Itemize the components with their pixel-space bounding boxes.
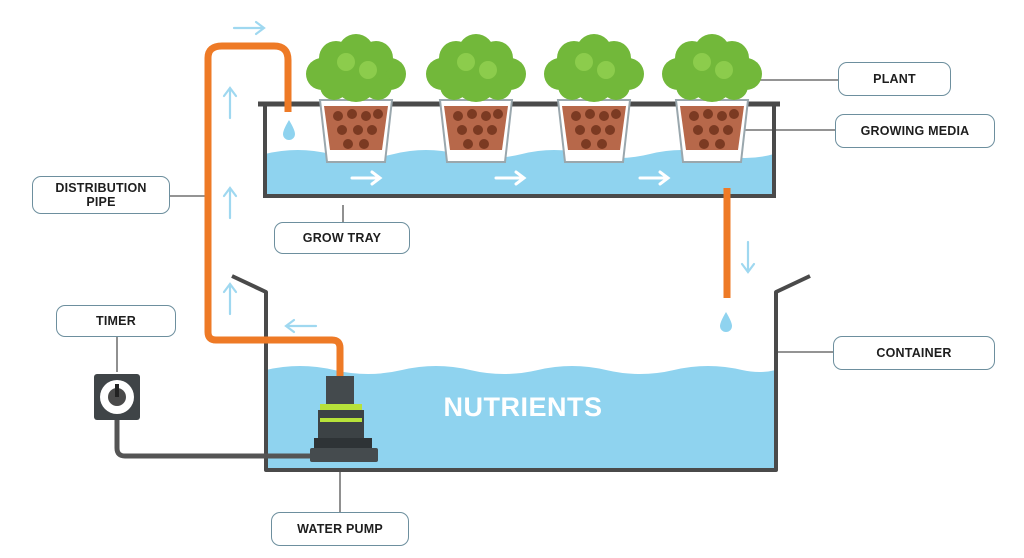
plant [662, 34, 762, 163]
water-pump-label: WATER PUMP [271, 512, 409, 546]
leader-lines [116, 79, 838, 512]
container-label: CONTAINER [833, 336, 995, 370]
distribution-pipe-label: DISTRIBUTION PIPE [32, 176, 170, 214]
timer-label: TIMER [56, 305, 176, 337]
tray-outline [263, 104, 776, 198]
growing-media-label: GROWING MEDIA [835, 114, 995, 148]
container-outline [231, 274, 811, 472]
grow-tray-label: GROW TRAY [274, 222, 410, 254]
water-pump-icon [310, 376, 378, 462]
flow-arrows [222, 20, 756, 334]
plant-group [306, 34, 762, 163]
plant-label: PLANT [838, 62, 951, 96]
distribution-pipe [204, 42, 344, 378]
water-droplet-icon [283, 120, 295, 140]
plant [544, 34, 644, 163]
timer-icon [94, 374, 140, 420]
nutrient-water [266, 366, 776, 470]
plant [426, 34, 526, 163]
tray-flow-arrows [350, 170, 671, 186]
timer-cable [114, 410, 318, 459]
water-droplet-icon [720, 312, 732, 332]
nutrients-label: NUTRIENTS [443, 392, 603, 422]
plant [306, 34, 406, 163]
container-tank [231, 274, 811, 472]
